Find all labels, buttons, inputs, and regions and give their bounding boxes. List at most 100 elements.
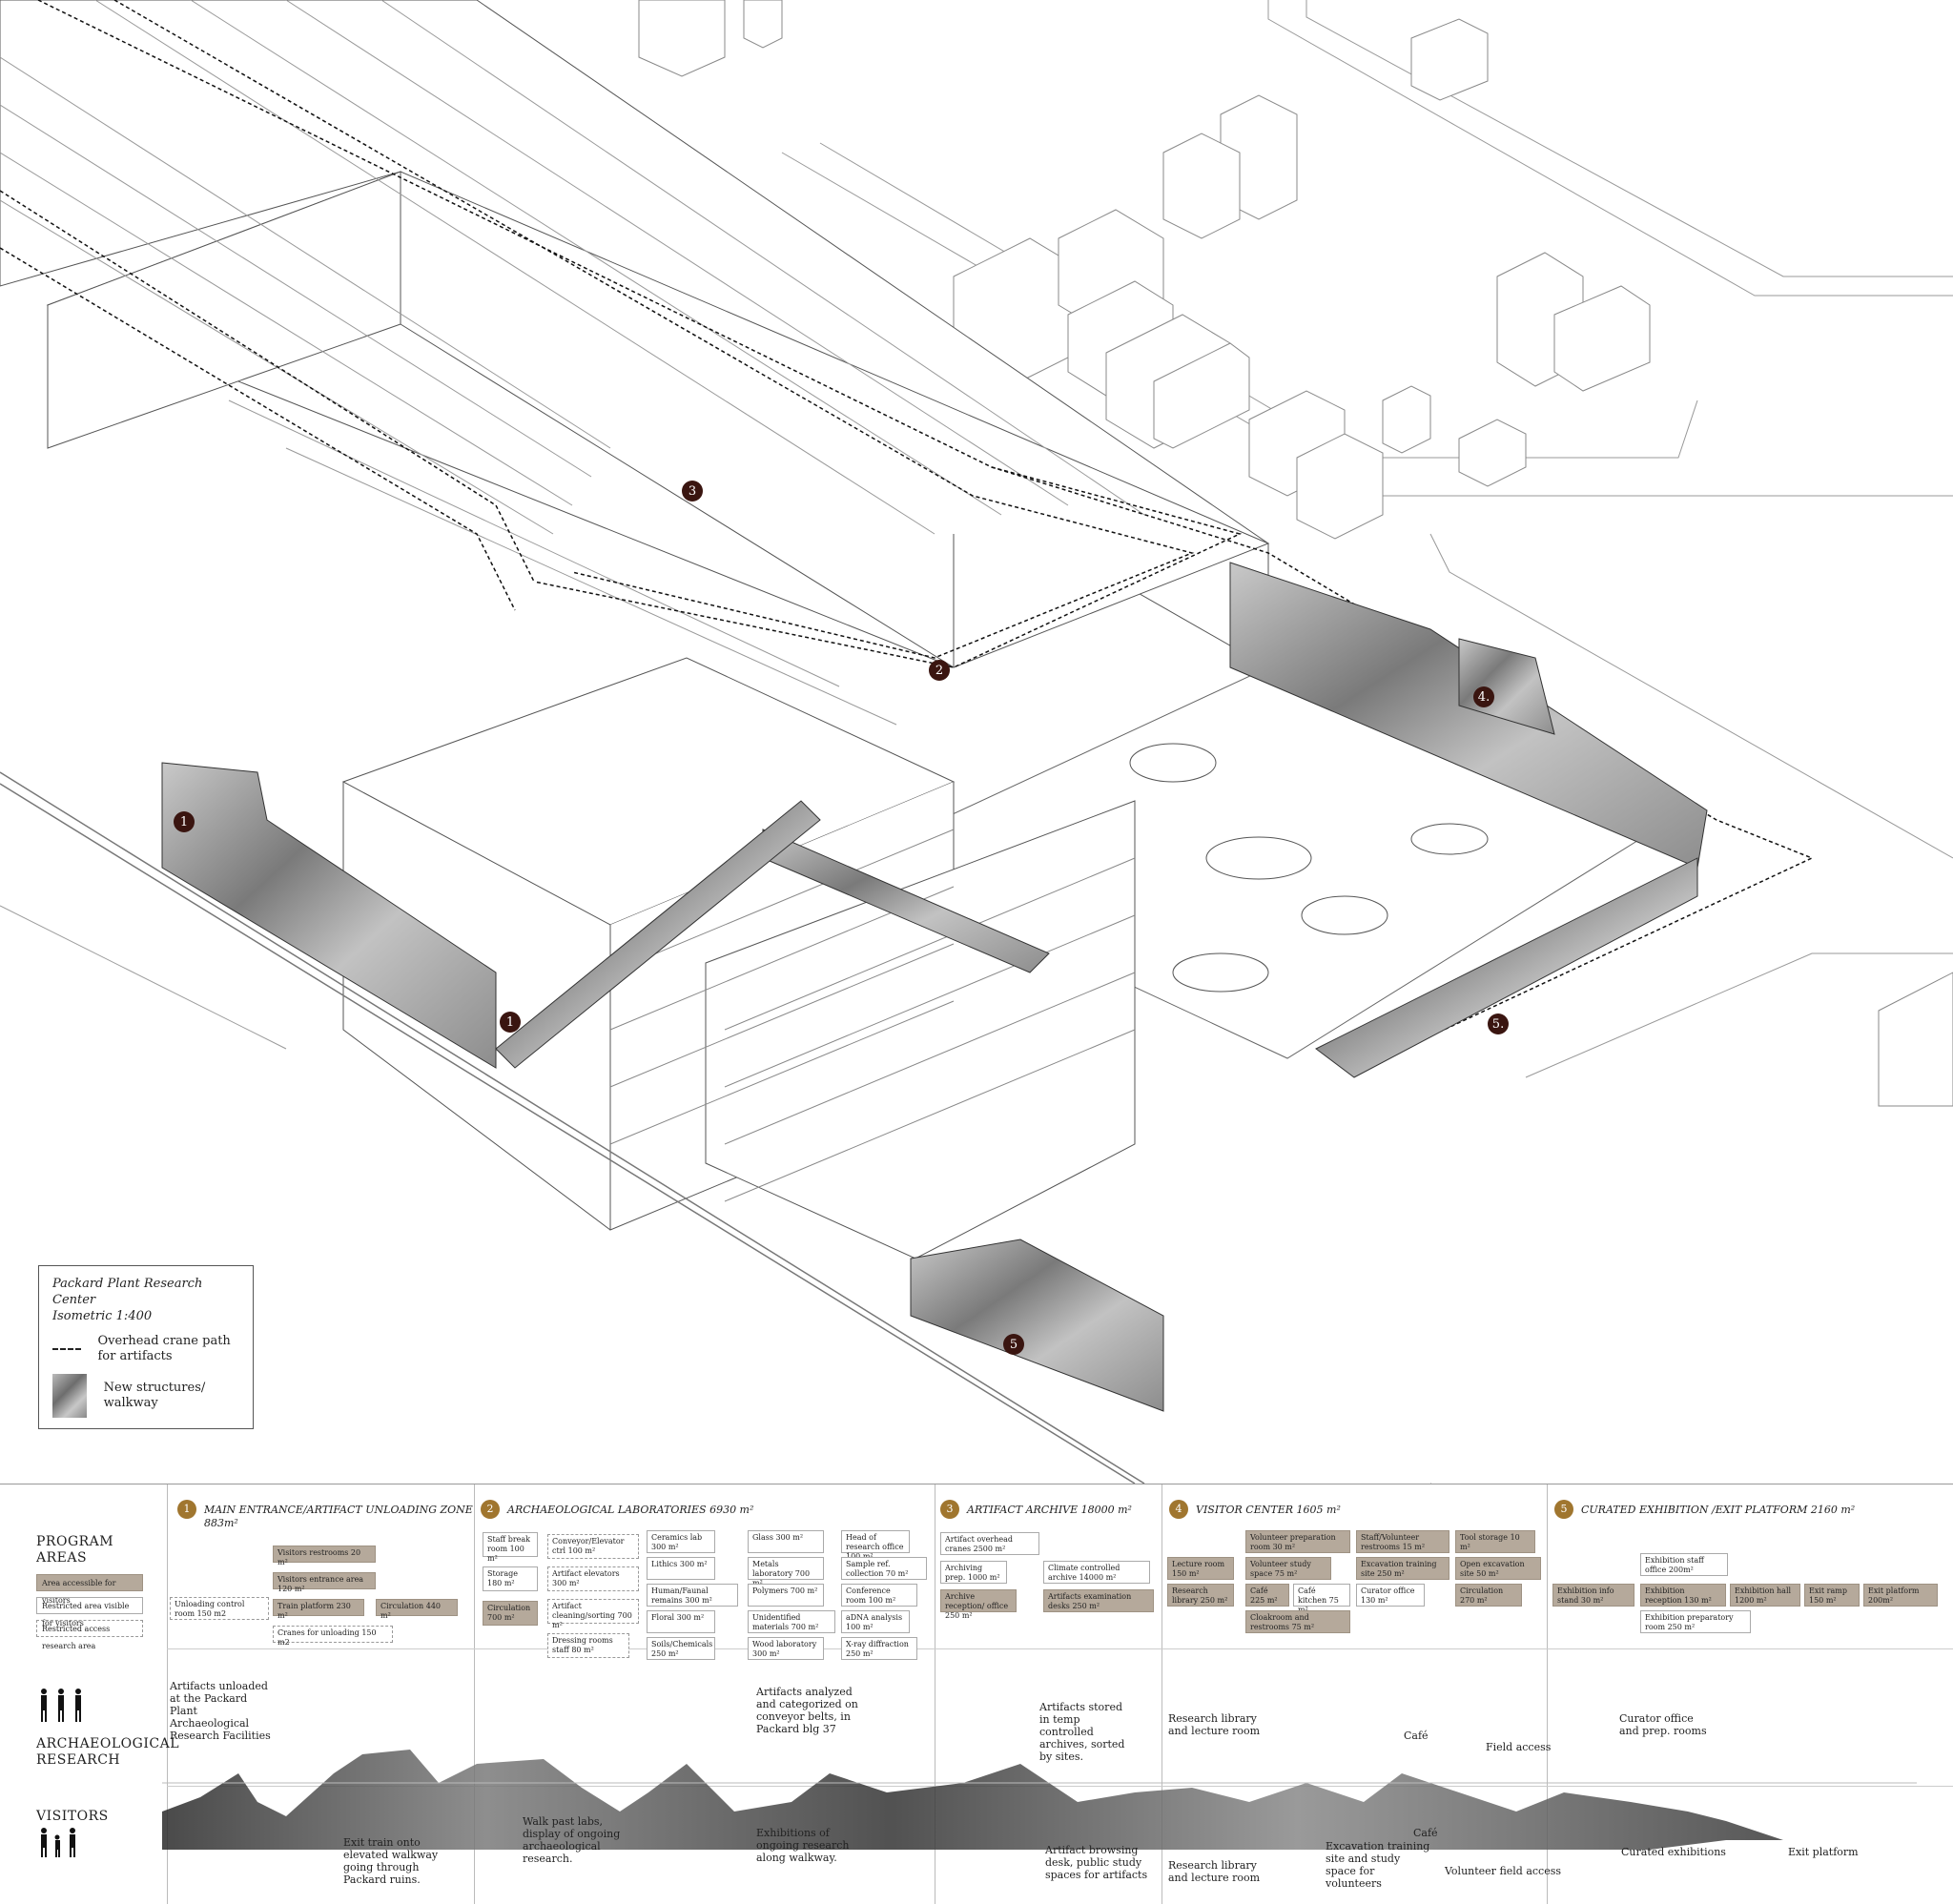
program-box: Volunteer preparation room 30 m²	[1245, 1530, 1350, 1553]
section-title: ARCHAEOLOGICAL LABORATORIES 6930 m²	[507, 1503, 754, 1516]
visitors-label: VISITORS	[36, 1809, 109, 1824]
caption-exit-platform: Exit platform	[1788, 1846, 1859, 1858]
program-box: Metals laboratory 700 m²	[748, 1557, 824, 1587]
isometric-site-drawing: 1 1 2 3 4. 5. 5	[0, 0, 1953, 1484]
program-box: Exhibition reception 130 m²	[1640, 1584, 1726, 1607]
program-box: Conveyor/Elevator ctrl 100 m²	[547, 1534, 639, 1559]
section-number: 4	[1169, 1500, 1188, 1519]
caption-library-top: Research library and lecture room	[1168, 1712, 1261, 1737]
section-title: VISITOR CENTER 1605 m²	[1196, 1503, 1341, 1516]
program-box: Storage 180 m²	[483, 1566, 538, 1591]
key-accessible: Area accessible for visitors	[36, 1574, 143, 1605]
program-box: Research library 250 m²	[1167, 1584, 1234, 1607]
program-box: Unidentified materials 700 m²	[748, 1610, 835, 1633]
section-number: 2	[481, 1500, 500, 1519]
researchers-figures-icon	[41, 1689, 81, 1722]
program-box: Archive reception/ office 250 m²	[940, 1589, 1017, 1620]
svg-text:5: 5	[1010, 1338, 1018, 1352]
svg-text:4.: 4.	[1478, 690, 1490, 705]
section-title: MAIN ENTRANCE/ARTIFACT UNLOADING ZONE	[204, 1503, 473, 1516]
program-box: Dressing rooms staff 80 m²	[547, 1633, 629, 1658]
program-box: Artifacts examination desks 250 m²	[1043, 1589, 1154, 1612]
program-box: Volunteer study space 75 m²	[1245, 1557, 1331, 1580]
program-box: Ceramics lab 300 m²	[647, 1530, 715, 1553]
program-box: Unloading control room 150 m2	[170, 1597, 269, 1620]
program-box: Exit platform 200m²	[1863, 1584, 1938, 1607]
program-box: Glass 300 m²	[748, 1530, 824, 1553]
program-box: Floral 300 m²	[647, 1610, 715, 1633]
marker-5a: 5.	[1488, 1013, 1509, 1034]
caption-cafe-top: Café	[1404, 1730, 1429, 1742]
svg-text:1: 1	[506, 1015, 514, 1030]
marker-3: 3	[682, 481, 703, 502]
program-title: PROGRAM AREAS	[36, 1534, 114, 1566]
caption-browsing-desk: Artifact browsing desk, public study spa…	[1045, 1844, 1148, 1881]
section-1-header: 1 MAIN ENTRANCE/ARTIFACT UNLOADING ZONE	[177, 1500, 473, 1519]
new-structures	[161, 562, 1708, 1412]
program-box: Lecture room 150 m²	[1167, 1557, 1234, 1580]
caption-cafe-bottom: Café	[1413, 1827, 1438, 1839]
marker-4: 4.	[1473, 686, 1494, 707]
caption-artifacts-stored: Artifacts stored in temp controlled arch…	[1039, 1701, 1125, 1763]
program-box: Circulation 440 m²	[376, 1599, 458, 1620]
caption-excavation-training: Excavation training site and study space…	[1326, 1840, 1430, 1890]
program-box: Cloakroom and restrooms 75 m²	[1245, 1610, 1350, 1633]
section-4-header: 4 VISITOR CENTER 1605 m²	[1169, 1500, 1341, 1519]
marker-5b: 5	[1003, 1334, 1024, 1355]
research-label: ARCHAEOLOGICAL RESEARCH	[36, 1736, 179, 1768]
program-box: Café 225 m²	[1245, 1584, 1289, 1607]
program-box: Staff break room 100 m²	[483, 1532, 538, 1563]
program-box: Artifact elevators 300 m²	[547, 1566, 639, 1591]
svg-text:2: 2	[935, 664, 943, 678]
program-box: Wood laboratory 300 m²	[748, 1637, 824, 1660]
caption-volunteer-field-access: Volunteer field access	[1445, 1865, 1562, 1877]
program-box: Excavation training site 250 m²	[1356, 1557, 1449, 1580]
program-box: Climate controlled archive 14000 m²	[1043, 1561, 1150, 1584]
program-box: Train platform 230 m²	[273, 1599, 364, 1620]
program-box: aDNA analysis 100 m²	[841, 1610, 910, 1633]
section-number: 1	[177, 1500, 196, 1519]
program-box: Open excavation site 50 m²	[1455, 1557, 1541, 1580]
section-3-header: 3 ARTIFACT ARCHIVE 18000 m²	[940, 1500, 1132, 1519]
visitors-figures-icon	[41, 1828, 75, 1857]
caption-walk-past-labs: Walk past labs, display of ongoing archa…	[523, 1815, 621, 1865]
marker-1a: 1	[174, 811, 195, 832]
dashed-line-icon	[52, 1348, 81, 1350]
svg-text:3: 3	[689, 484, 696, 499]
divider	[1547, 1484, 1548, 1904]
caption-curator-office: Curator office and prep. rooms	[1619, 1712, 1707, 1737]
program-box: Curator office 130 m²	[1356, 1584, 1425, 1607]
section-area: 883m²	[204, 1517, 238, 1529]
key-restricted: Restricted access research area	[36, 1620, 143, 1650]
legend-new-structures: New structures/ walkway	[52, 1374, 239, 1418]
caption-curated-exhibitions: Curated exhibitions	[1621, 1846, 1726, 1858]
program-box: Exhibition preparatory room 250 m²	[1640, 1610, 1751, 1633]
section-number: 5	[1554, 1500, 1573, 1519]
divider	[167, 1484, 168, 1904]
divider	[167, 1648, 1953, 1649]
caption-exhibitions-ongoing: Exhibitions of ongoing research along wa…	[756, 1827, 850, 1864]
site-markers: 1 1 2 3 4. 5. 5	[174, 481, 1509, 1355]
program-box: Circulation 270 m²	[1455, 1584, 1522, 1607]
section-5-header: 5 CURATED EXHIBITION /EXIT PLATFORM 2160…	[1554, 1500, 1855, 1519]
packard-plant	[0, 0, 1270, 668]
program-box: Exhibition staff office 200m²	[1640, 1553, 1728, 1576]
program-box: Artifact cleaning/sorting 700 m²	[547, 1599, 639, 1629]
program-box: Visitors restrooms 20 m²	[273, 1546, 376, 1566]
drawing-legend: Packard Plant Research Center Isometric …	[38, 1265, 254, 1429]
context-buildings	[638, 0, 1953, 1107]
railroad	[0, 771, 1432, 1484]
program-areas-table: PROGRAM AREAS Area accessible for visito…	[0, 1484, 1953, 1904]
program-box: Visitors entrance area 120 m²	[273, 1572, 376, 1593]
section-silhouette	[162, 1750, 1783, 1850]
section-2-header: 2 ARCHAEOLOGICAL LABORATORIES 6930 m²	[481, 1500, 753, 1519]
section-title: ARTIFACT ARCHIVE 18000 m²	[967, 1503, 1132, 1516]
section-number: 3	[940, 1500, 959, 1519]
key-visible: Restricted area visible for visitors	[36, 1597, 143, 1628]
marker-1b: 1	[500, 1012, 521, 1033]
marker-2: 2	[929, 660, 950, 681]
crane-path	[0, 0, 1814, 1059]
program-box: Polymers 700 m²	[748, 1584, 824, 1607]
caption-field-access: Field access	[1486, 1741, 1552, 1753]
program-box: Exhibition info stand 30 m²	[1552, 1584, 1634, 1607]
